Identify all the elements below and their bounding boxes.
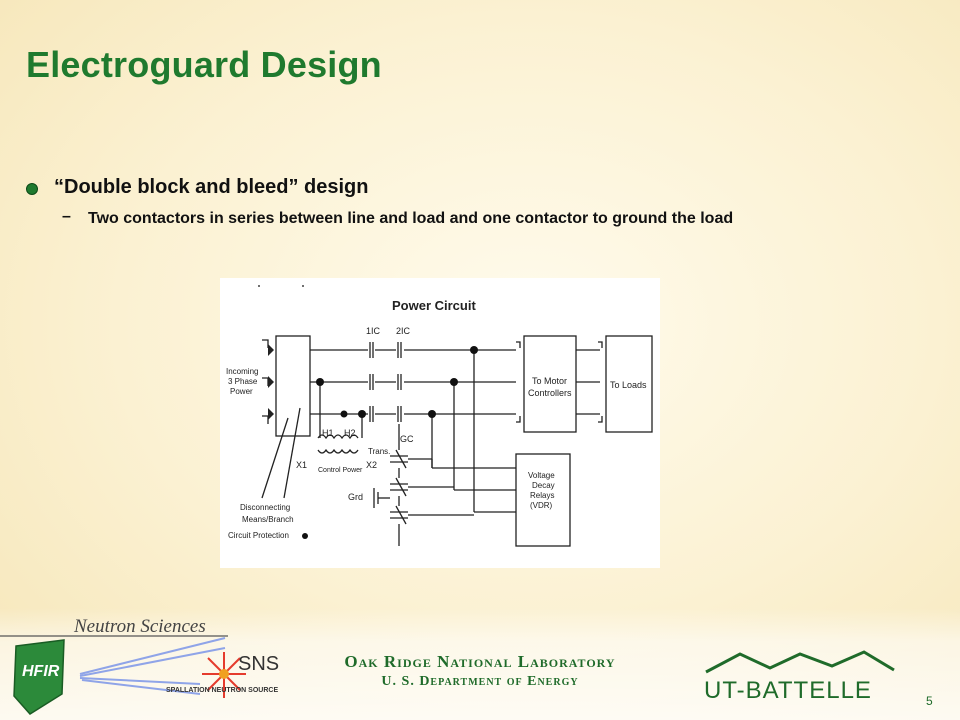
gc-label: GC: [400, 434, 414, 444]
trans-label: Trans.: [368, 447, 390, 456]
slide-title: Electroguard Design: [26, 44, 382, 85]
sns-caption: SPALLATION NEUTRON SOURCE: [166, 687, 278, 694]
bullet-item: “Double block and bleed” design: [26, 176, 368, 199]
mountain-ridge-icon: [705, 650, 895, 674]
power-circuit-diagram: Power Circuit 1IC 2IC Incoming 3 Phase P…: [220, 278, 660, 568]
neutron-sciences-text: Neutron Sciences: [73, 616, 206, 637]
sub-bullet-item: – Two contactors in series between line …: [62, 208, 802, 230]
x2-label: X2: [366, 460, 377, 470]
sub-bullet-text: Two contactors in series between line an…: [88, 210, 734, 227]
disconnect-label-2: Means/Branch: [242, 515, 294, 524]
page-number: 5: [926, 694, 933, 708]
footer-band: [0, 608, 960, 720]
grd-label: Grd: [348, 492, 363, 502]
vdr-label-3: Relays: [530, 491, 554, 500]
sns-text: SNS: [238, 653, 279, 675]
disconnect-label-3: Circuit Protection: [228, 531, 289, 540]
bullet-text: “Double block and bleed” design: [54, 176, 369, 198]
loads-label: To Loads: [610, 380, 647, 390]
x1-label: X1: [296, 460, 307, 470]
ornl-credit: Oak Ridge National Laboratory U. S. Depa…: [300, 652, 660, 690]
ornl-line-1: Oak Ridge National Laboratory: [344, 652, 616, 671]
vdr-label-1: Voltage: [528, 471, 555, 480]
incoming-label-1: Incoming: [226, 367, 258, 376]
incoming-label-3: Power: [230, 387, 253, 396]
control-power-label: Control Power: [318, 467, 363, 474]
neutron-sciences-logo: Neutron Sciences HFIR SNS SPALLATION NEU…: [0, 616, 279, 715]
bullet-dot-icon: [26, 182, 38, 195]
sub-bullet-dash: –: [62, 208, 71, 225]
h2-label: H2: [344, 428, 356, 438]
neutron-beam-icon: [79, 637, 226, 695]
h1-label: H1: [322, 428, 334, 438]
disconnect-label-1: Disconnecting: [240, 503, 290, 512]
ut-battelle-text: UT-BATTELLE: [704, 677, 872, 704]
hfir-text: HFIR: [22, 663, 60, 680]
vdr-label-2: Decay: [532, 481, 555, 490]
ut-battelle-logo: UT-BATTELLE: [704, 650, 895, 704]
vdr-label-4: (VDR): [530, 501, 553, 510]
ornl-line-2: U. S. Department of Energy: [381, 674, 579, 689]
sns-core-icon: [219, 669, 229, 679]
contactor-2-label: 2IC: [396, 326, 411, 336]
motor-label-1: To Motor: [532, 376, 567, 386]
diagram-title: Power Circuit: [392, 298, 476, 313]
incoming-label-2: 3 Phase: [228, 377, 258, 386]
contactor-1-label: 1IC: [366, 326, 381, 336]
hfir-shield-icon: [13, 639, 65, 715]
motor-label-2: Controllers: [528, 388, 572, 398]
